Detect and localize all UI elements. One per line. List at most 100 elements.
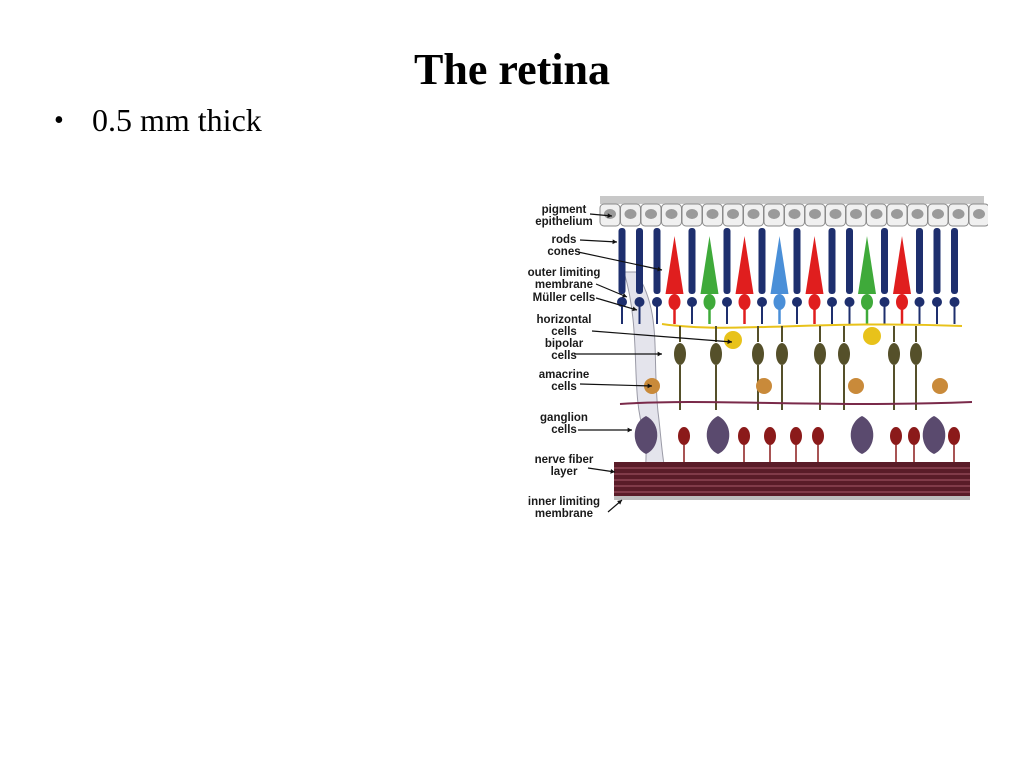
outer-limiting-membrane-arrow	[595, 283, 628, 298]
rod-cell	[828, 228, 836, 294]
cone-cell	[770, 236, 789, 294]
rod-cell	[636, 228, 643, 294]
nerve-fiber-layer-arrowhead	[610, 468, 615, 474]
pigment-cell-nucleus	[768, 209, 780, 219]
rods-label-line: rods	[552, 234, 577, 246]
nerve-fiber-layer-band	[614, 462, 970, 496]
ganglion-cell-small	[948, 427, 960, 445]
ganglion-cell	[850, 416, 874, 454]
inner-plexiform-process	[619, 401, 973, 405]
horizontal-cells-arrow	[591, 330, 733, 343]
cones-label-line: cones	[547, 246, 580, 258]
bipolar-cell	[674, 343, 686, 365]
cones-label: cones	[547, 246, 580, 258]
rod-cell	[653, 228, 661, 294]
pigment-epithelium-label-line: epithelium	[535, 216, 593, 228]
ganglion-cell-small	[678, 427, 690, 445]
rod-cell-nucleus	[879, 297, 890, 307]
pigment-cell-nucleus	[604, 209, 616, 219]
cone-cell	[858, 236, 876, 294]
muller-cells-label-line: Müller cells	[533, 292, 596, 304]
bipolar-cell	[910, 343, 922, 365]
cone-cell	[700, 236, 719, 294]
inner-limiting-membrane-band	[614, 496, 970, 500]
muller-cells-arrow	[595, 297, 638, 311]
rod-cell-nucleus	[634, 297, 645, 307]
outer-limiting-membrane-arrowhead	[622, 293, 627, 298]
pigment-cell-nucleus	[624, 209, 637, 219]
amacrine-cells-label-line: cells	[551, 381, 577, 393]
rods-arrowhead	[612, 239, 617, 245]
muller-cells-label: Müller cells	[533, 292, 596, 304]
pigment-cell-nucleus	[870, 209, 883, 219]
inner-limiting-membrane-label-line: inner limiting	[528, 496, 600, 508]
bipolar-cell	[776, 343, 788, 365]
rod-cell	[758, 228, 766, 294]
rod-cell	[933, 228, 941, 294]
pigment-cell-nucleus	[911, 209, 924, 219]
ganglion-cells-label-line: ganglion	[540, 412, 588, 424]
pigment-cell-nucleus	[850, 209, 862, 219]
rod-cell-nucleus	[792, 297, 802, 307]
cone-cell-nucleus	[861, 294, 873, 310]
pigment-epithelium-label-line: pigment	[542, 204, 587, 216]
cone-cell-nucleus	[668, 294, 681, 310]
cone-cell	[805, 236, 824, 294]
pigment-cell-nucleus	[829, 209, 842, 219]
rod-cell	[846, 228, 853, 294]
rod-cell-nucleus	[687, 297, 697, 307]
rod-cell-nucleus	[932, 297, 942, 307]
cone-cell	[893, 236, 911, 294]
ganglion-cell-small	[790, 427, 802, 445]
rod-cell-nucleus	[914, 297, 925, 307]
cone-cell-nucleus	[703, 294, 716, 310]
horizontal-cell	[863, 327, 881, 345]
pigment-cell-nucleus	[973, 209, 985, 219]
nerve-fiber-layer-label-line: nerve fiber	[535, 454, 594, 466]
cone-cell-nucleus	[773, 294, 786, 310]
rod-cell	[881, 228, 888, 294]
pigment-cell-nucleus	[706, 209, 719, 219]
bullet-list: • 0.5 mm thick	[54, 102, 262, 139]
rod-cell	[916, 228, 923, 294]
outer-limiting-membrane-label-line: membrane	[535, 279, 593, 291]
rod-cell	[688, 228, 696, 294]
ganglion-cells-label-line: cells	[551, 424, 577, 436]
bipolar-cell	[710, 343, 722, 365]
inner-limiting-membrane-arrowhead	[617, 500, 622, 505]
pigment-cell-nucleus	[891, 209, 903, 219]
amacrine-cell	[932, 378, 948, 394]
rod-cell	[723, 228, 731, 294]
cone-cell-nucleus	[896, 294, 908, 310]
bipolar-cell	[752, 343, 764, 365]
bullet-item: • 0.5 mm thick	[54, 102, 262, 139]
horizontal-cells-arrowhead	[727, 339, 732, 345]
pigment-cell-nucleus	[645, 209, 657, 219]
amacrine-cells-arrowhead	[647, 383, 652, 389]
ganglion-cell	[634, 416, 658, 454]
pigment-cell-nucleus	[952, 209, 965, 219]
amacrine-cells-label-line: amacrine	[539, 369, 590, 381]
amacrine-cell	[756, 378, 772, 394]
nerve-fiber-layer-arrow	[587, 467, 616, 473]
horizontal-cell	[724, 331, 742, 349]
pigment-cell-nucleus	[727, 209, 739, 219]
inner-limiting-membrane-label-line: membrane	[535, 508, 593, 520]
pigment-cell-nucleus	[686, 209, 698, 219]
cone-cell-nucleus	[808, 294, 821, 310]
rods-arrow	[579, 239, 618, 243]
ganglion-cells-arrowhead	[627, 427, 632, 433]
horizontal-cells-label-line: horizontal	[537, 314, 592, 326]
rod-cell	[793, 228, 801, 294]
cones-arrow	[577, 251, 663, 271]
pigment-cell-nucleus	[809, 209, 821, 219]
pigment-cell-nucleus	[747, 209, 760, 219]
bipolar-cell	[838, 343, 850, 365]
pigment-cell-nucleus	[932, 209, 944, 219]
bullet-text: 0.5 mm thick	[92, 102, 262, 138]
bipolar-cells-label-line: cells	[551, 350, 577, 362]
amacrine-cells-arrow	[579, 383, 653, 387]
